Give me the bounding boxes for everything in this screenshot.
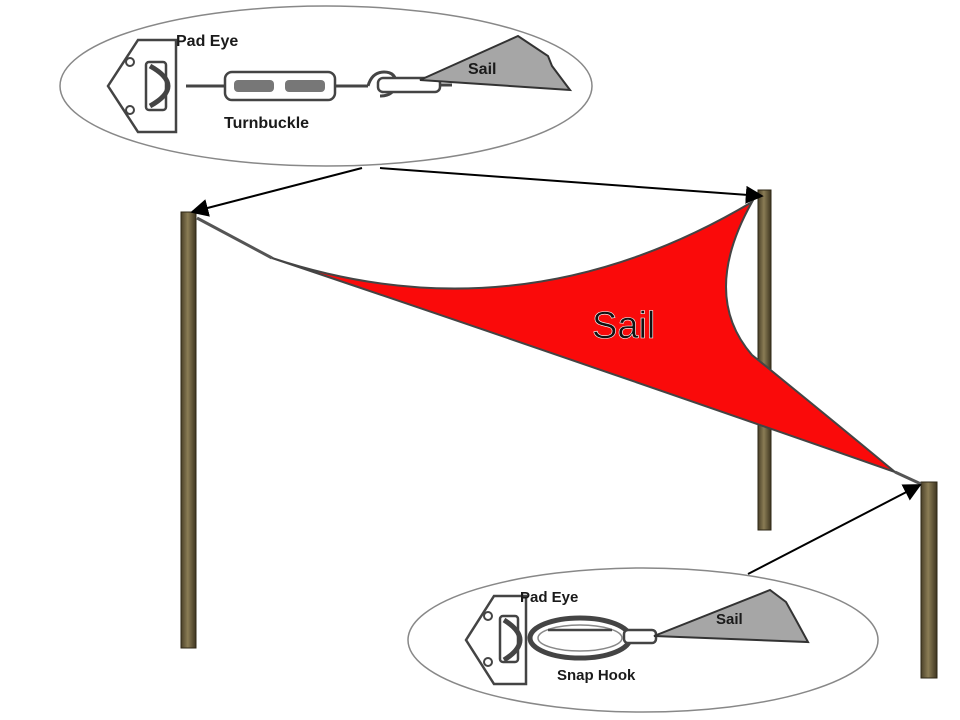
top-callout: Pad Eye Turnbuckle Sail — [59, 5, 593, 167]
bottom-pad-eye-icon — [464, 594, 528, 686]
right-pole — [920, 481, 938, 679]
bottom-sail-corner — [653, 588, 810, 644]
arrow-to-right-pole — [747, 484, 922, 575]
pad-eye-icon — [106, 38, 178, 134]
sail-fabric — [271, 199, 896, 473]
top-pad-eye-label: Pad Eye — [176, 33, 238, 50]
top-sail-corner — [419, 34, 573, 92]
top-turnbuckle-label: Turnbuckle — [224, 115, 309, 132]
bottom-sail-label: Sail — [716, 611, 743, 628]
middle-pole — [757, 189, 772, 531]
arrow-to-left-pole — [190, 167, 363, 217]
turnbuckle-icon — [186, 70, 452, 102]
sail-label: Sail — [592, 305, 655, 347]
bottom-pad-eye-label: Pad Eye — [520, 589, 578, 606]
left-pole — [180, 211, 197, 649]
snap-hook-icon — [527, 615, 658, 661]
poles — [180, 189, 938, 679]
sail-shape: Sail — [196, 199, 922, 486]
bottom-callout: Pad Eye Snap Hook Sail — [407, 567, 879, 713]
left-corner-tie — [196, 216, 273, 260]
arrow-to-middle-pole — [379, 167, 764, 204]
top-sail-label: Sail — [468, 61, 496, 78]
bottom-snap-hook-label: Snap Hook — [557, 667, 636, 684]
top-callout-arrows — [190, 167, 764, 217]
right-corner-tie — [894, 470, 922, 486]
